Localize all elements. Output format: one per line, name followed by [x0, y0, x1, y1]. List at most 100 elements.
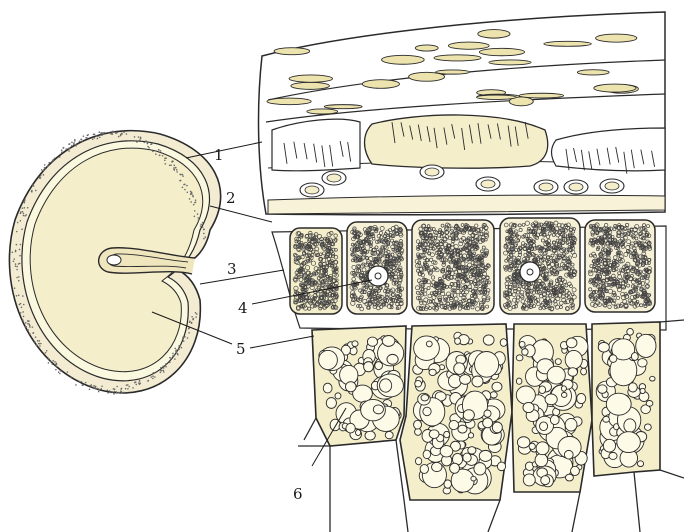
aleurone-granule: [509, 229, 514, 234]
aleurone-granule: [546, 262, 551, 267]
aleurone-granule: [310, 280, 316, 286]
aleurone-granule: [513, 271, 518, 276]
pericarp-cell: [447, 41, 490, 50]
stipple-dot: [78, 140, 81, 143]
aleurone-granule: [295, 306, 301, 311]
aleurone-granule: [518, 228, 523, 232]
starch-grain: [482, 334, 495, 346]
aleurone-granule: [460, 261, 466, 266]
aleurone-granule: [293, 259, 299, 265]
aleurone-granule: [607, 237, 613, 243]
aleurone-granule: [443, 297, 448, 302]
aleurone-granule: [434, 267, 440, 273]
stipple-dot: [113, 393, 115, 395]
aleurone-granule: [528, 304, 533, 309]
aleurone-granule: [351, 236, 356, 242]
pericarp-cell: [414, 44, 439, 52]
aleurone-granule: [503, 290, 508, 295]
aleurone-granule: [457, 306, 463, 311]
aleurone-granule: [313, 242, 317, 247]
aleurone-granule: [378, 300, 383, 305]
stipple-dot: [179, 344, 182, 347]
aleurone-granule: [455, 273, 460, 278]
stipple-dot: [203, 237, 205, 240]
aleurone-granule: [416, 244, 421, 249]
aleurone-granule: [442, 304, 448, 309]
aleurone-granule: [331, 242, 335, 247]
aleurone-granule: [431, 227, 436, 232]
aleurone-granule: [470, 268, 475, 273]
aleurone-granule: [620, 244, 625, 249]
aleurone-granule: [505, 236, 509, 240]
aleurone-granule: [325, 248, 331, 253]
aleurone-granule: [303, 277, 309, 283]
crease-cavity: [106, 254, 122, 266]
aleurone-granule: [387, 260, 393, 266]
aleurone-granule: [533, 299, 539, 304]
stipple-dot: [101, 134, 103, 137]
stipple-dot: [78, 380, 81, 383]
aleurone-granule: [508, 229, 513, 234]
aleurone-granule: [551, 268, 557, 274]
aleurone-granule: [546, 234, 551, 239]
stipple-dot: [97, 390, 100, 393]
aleurone-granule: [551, 259, 556, 264]
aleurone-granule: [361, 262, 366, 267]
aleurone-granule: [362, 286, 368, 292]
aleurone-granule: [374, 227, 379, 232]
aleurone-granule: [382, 239, 388, 245]
pericarp-cells: [266, 29, 639, 115]
aleurone-granule: [423, 238, 428, 243]
aleurone-granule: [600, 248, 605, 252]
aleurone-granule: [472, 299, 477, 304]
aleurone-granule: [320, 283, 325, 288]
aleurone-granule: [622, 299, 628, 304]
aleurone-granule: [612, 242, 618, 248]
aleurone-granule: [385, 240, 391, 245]
stipple-dot: [65, 148, 68, 150]
stipple-dot: [197, 219, 200, 221]
starch-grain: [491, 381, 503, 392]
starch-grain: [560, 385, 567, 392]
aleurone-granule: [393, 258, 399, 263]
stipple-dot: [14, 250, 17, 253]
starch-grain: [443, 430, 451, 439]
aleurone-granule: [483, 248, 489, 254]
aleurone-granule: [417, 296, 422, 301]
stipple-dot: [17, 279, 20, 282]
stipple-dot: [119, 133, 122, 136]
starch-grain: [372, 404, 384, 415]
starch-grain: [428, 368, 437, 376]
aleurone-granule: [617, 274, 623, 280]
aleurone-granule: [440, 223, 445, 228]
stipple-dot: [127, 384, 129, 386]
aleurone-granule: [564, 288, 570, 294]
aleurone-granule: [368, 285, 373, 291]
stipple-dot: [162, 365, 164, 368]
stipple-dot: [188, 198, 191, 200]
aleurone-granule: [366, 305, 370, 310]
stipple-dot: [27, 329, 29, 331]
aleurone-granule: [466, 257, 471, 262]
aleurone-granule: [590, 232, 595, 237]
aleurone-granule: [361, 240, 367, 246]
tube-cell-core: [326, 173, 342, 183]
stipple-dot: [57, 371, 60, 374]
stipple-dot: [184, 336, 186, 338]
aleurone-granule: [527, 247, 532, 252]
stipple-dot: [60, 149, 63, 151]
starch-grain: [522, 473, 536, 487]
leader-4: [251, 279, 373, 305]
starch-grain: [637, 358, 648, 368]
aleurone-granule: [642, 291, 648, 296]
aleurone-granule: [517, 223, 522, 228]
stipple-dot: [190, 192, 193, 195]
aleurone-granule: [619, 302, 625, 307]
aleurone-granule: [565, 241, 570, 245]
starch-grain: [611, 338, 636, 361]
aleurone-granule: [546, 223, 552, 229]
aleurone-granule: [545, 296, 551, 302]
aleurone-granule: [399, 272, 404, 278]
starch-grain: [608, 451, 618, 460]
aleurone-granule: [444, 248, 450, 254]
